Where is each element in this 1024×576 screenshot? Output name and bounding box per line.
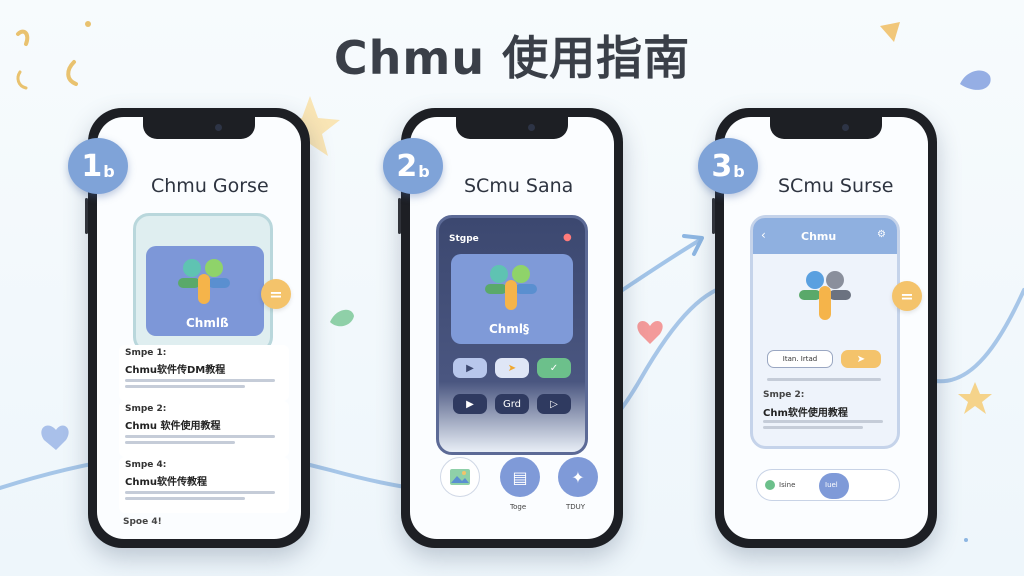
step-heading: Smpe 2: — [125, 404, 167, 414]
mascot-icon — [799, 271, 851, 320]
phone-1-app-label: Chmlß — [186, 316, 229, 330]
step-heading: Smpe 2: — [763, 390, 805, 400]
phone-2-screen: SCmu Sana Stgpe ● Chml§ ▶ ➤ ✓ ▶ Grd ▷ — [410, 117, 614, 539]
phone-1: Chmu Gorse Chmlß = Smpe 1: Chmu软件传DM教程 S… — [85, 108, 310, 548]
forward-button[interactable]: ➤ — [495, 358, 529, 378]
phone-3-mini-device: ‹ Chmu ⚙ Itan. Irtad ➤ Smpe 2: Chm软件使用教程 — [750, 215, 900, 449]
phone-3-header-title: Chmu — [801, 230, 837, 243]
phone-1-notch — [143, 117, 255, 139]
step-title: Chmu软件传DM教程 — [125, 365, 226, 376]
phone-3-toggle[interactable]: Isine Iuel — [756, 469, 900, 501]
phone-3-side-button — [712, 198, 715, 234]
phone-1-mini-device: Chmlß — [133, 213, 273, 353]
phone-3: SCmu Surse ‹ Chmu ⚙ Itan. Irtad ➤ Smpe 2… — [712, 108, 937, 548]
play-button[interactable]: ▶ — [453, 358, 487, 378]
confirm-button[interactable]: ✓ — [537, 358, 571, 378]
phone-2-mini-device: Stgpe ● Chml§ ▶ ➤ ✓ ▶ Grd ▷ — [436, 215, 588, 455]
grid-button[interactable]: Grd — [495, 394, 529, 414]
phone-2-title: SCmu Sana — [464, 175, 574, 197]
sparkle-icon[interactable]: ✦ — [558, 457, 598, 497]
step-title: Chm软件使用教程 — [763, 408, 848, 419]
phone-2-side-button — [398, 198, 401, 234]
page-title: Chmu 使用指南 — [333, 31, 691, 85]
toggle-right-label: Iuel — [825, 481, 838, 489]
phone-3-next-button[interactable]: ➤ — [841, 350, 881, 368]
bottom-label-1: Toge — [510, 503, 527, 511]
play-small-button[interactable]: ▶ — [453, 394, 487, 414]
phone-1-app-card[interactable]: Chmlß — [146, 246, 264, 336]
phone-3-notch — [770, 117, 882, 139]
phone-2-notch — [456, 117, 568, 139]
settings-icon[interactable]: ⚙ — [877, 229, 886, 240]
chat-bubble-icon[interactable]: = — [261, 279, 291, 309]
step-title: Chmu软件传教程 — [125, 477, 207, 488]
step-heading: Smpe 4: — [125, 460, 167, 470]
step-card-3[interactable]: Smpe 4: Chmu软件传教程 — [119, 457, 289, 513]
phone-3-title: SCmu Surse — [778, 175, 894, 197]
status-dot-icon — [765, 480, 775, 490]
phone-2-header-left: Stgpe — [449, 234, 479, 244]
phone-3-screen: SCmu Surse ‹ Chmu ⚙ Itan. Irtad ➤ Smpe 2… — [724, 117, 928, 539]
phone-2-app-card[interactable]: Chml§ — [451, 254, 573, 344]
phone-2: SCmu Sana Stgpe ● Chml§ ▶ ➤ ✓ ▶ Grd ▷ — [398, 108, 623, 548]
phone-1-footer: Spoe 4! — [123, 517, 162, 527]
chat-bubble-icon[interactable]: = — [892, 281, 922, 311]
back-icon[interactable]: ‹ — [761, 228, 766, 242]
step-title: Chmu 软件使用教程 — [125, 421, 221, 432]
toggle-knob[interactable] — [819, 473, 849, 499]
step-heading: Smpe 1: — [125, 348, 167, 358]
volume-button[interactable]: ▷ — [537, 394, 571, 414]
step-card-1[interactable]: Smpe 1: Chmu软件传DM教程 — [119, 345, 289, 401]
phone-1-title: Chmu Gorse — [151, 175, 269, 197]
phone-1-screen: Chmu Gorse Chmlß = Smpe 1: Chmu软件传DM教程 S… — [97, 117, 301, 539]
gallery-icon[interactable] — [440, 457, 480, 497]
mascot-icon — [485, 265, 537, 310]
phone-2-app-label: Chml§ — [489, 322, 529, 336]
phone-3-header-bar — [753, 218, 897, 254]
step-card-2[interactable]: Smpe 2: Chmu 软件使用教程 — [119, 401, 289, 457]
notification-icon[interactable]: ● — [563, 232, 572, 243]
toggle-left-label: Isine — [779, 481, 796, 489]
bottom-label-2: TDUY — [566, 503, 586, 511]
phone-1-side-button — [85, 198, 88, 234]
mascot-icon — [178, 259, 230, 304]
phone-3-pill-input[interactable]: Itan. Irtad — [767, 350, 833, 368]
document-icon[interactable]: ▤ — [500, 457, 540, 497]
